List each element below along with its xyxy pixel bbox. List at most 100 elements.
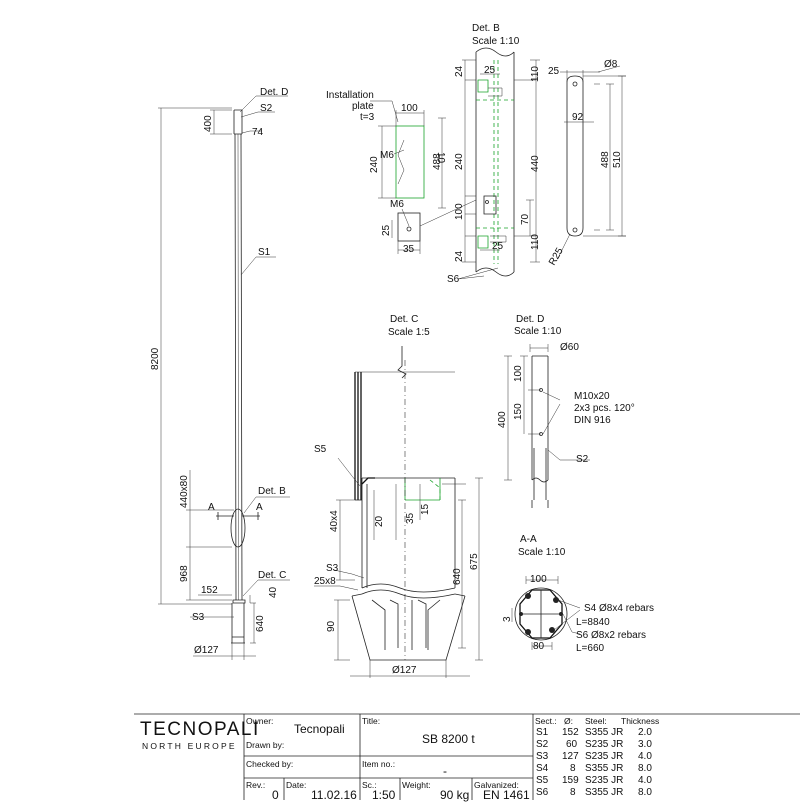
dim-24-top: 24	[454, 65, 465, 77]
det-d-label: Det. D	[260, 87, 288, 98]
scale-value: 1:50	[372, 788, 396, 802]
date-label: Date:	[286, 780, 307, 790]
dim-488-plate: 488	[432, 153, 443, 170]
det-d-scale: Scale 1:10	[514, 326, 562, 337]
det-d-dim-400: 400	[497, 411, 508, 428]
aa-s4-label: S4 Ø8x4 rebars	[584, 603, 654, 614]
det-c-dim-675: 675	[469, 553, 480, 570]
part-dia: 60	[566, 739, 578, 750]
detail-c-view: Det. C Scale 1:5 S5 40x	[314, 314, 483, 678]
part-steel: S355 JR	[585, 727, 624, 738]
slot-dia-8: Ø8	[604, 59, 618, 70]
det-c-s3: S3	[326, 563, 339, 574]
part-dia: 8	[570, 787, 576, 798]
m6-b-label: M6	[390, 199, 404, 210]
dim-440x80: 440x80	[179, 475, 190, 508]
galvanized-label: Galvanized:	[474, 780, 519, 790]
owner-value: Tecnopali	[294, 722, 345, 736]
det-d-note-3: DIN 916	[574, 415, 611, 426]
det-d-dim-100: 100	[513, 365, 524, 382]
aa-s6-len: L=660	[576, 643, 605, 654]
dim-152: 152	[201, 585, 218, 596]
plate-label-1: Installation	[326, 90, 374, 101]
dim-100-plate: 100	[401, 103, 418, 114]
det-d-note-2: 2x3 pcs. 120°	[574, 403, 635, 414]
det-c-scale: Scale 1:5	[388, 327, 430, 338]
aa-dim-100: 100	[530, 574, 547, 585]
a-right: A	[256, 502, 263, 513]
dim-8200: 8200	[150, 347, 161, 370]
part-thickness: 8.0	[638, 787, 652, 798]
brand-logo: TECNOPALI	[140, 719, 260, 740]
dim-100-main: 100	[454, 203, 465, 220]
dim-25-bot: 25	[492, 241, 504, 252]
det-d-note-1: M10x20	[574, 391, 610, 402]
det-b-scale: Scale 1:10	[472, 36, 520, 47]
item-value: -	[443, 764, 447, 778]
part-thickness: 8.0	[638, 763, 652, 774]
det-c-dim-35: 35	[405, 512, 416, 524]
parts-header-sect: Sect.:	[535, 716, 557, 726]
part-steel: S235 JR	[585, 751, 624, 762]
checked-by-label: Checked by:	[246, 759, 294, 769]
dim-440: 440	[530, 155, 541, 172]
plate-label-2: plate	[352, 101, 374, 112]
dim-640: 640	[255, 615, 266, 632]
title-label: Title:	[362, 716, 381, 726]
det-d-title: Det. D	[516, 314, 544, 325]
det-d-dia-60: Ø60	[560, 342, 579, 353]
dim-400: 400	[203, 115, 214, 132]
slot-dim-488: 488	[600, 151, 611, 168]
s2-label: S2	[260, 103, 273, 114]
dim-240-main: 240	[454, 153, 465, 170]
plate-label-3: t=3	[360, 112, 375, 123]
part-steel: S235 JR	[585, 739, 624, 750]
dim-25-small: 25	[381, 224, 392, 236]
dia-127: Ø127	[194, 645, 219, 656]
aa-title: A-A	[520, 534, 537, 545]
date-value: 11.02.16	[311, 788, 357, 802]
dim-110-bot: 110	[530, 234, 541, 250]
slot-r25: R25	[547, 246, 566, 268]
aa-s4-len: L=8840	[576, 617, 610, 628]
title-value: SB 8200 t	[422, 732, 475, 746]
title-block-grid	[134, 713, 800, 800]
aa-dim-80: 80	[533, 641, 545, 652]
aa-dim-3: 3	[502, 616, 513, 622]
s1-label: S1	[258, 247, 271, 258]
part-dia: 8	[570, 763, 576, 774]
rev-value: 0	[272, 788, 279, 802]
slot-detail-view: 25 Ø8 92 488 510 R25	[547, 59, 626, 268]
part-steel: S235 JR	[585, 775, 624, 786]
section-aa-view: A-A Scale 1:10 100 3 80 S4 Ø8x4 rebars L…	[502, 534, 654, 654]
part-thickness: 4.0	[638, 751, 652, 762]
dim-10-plate: 10	[435, 152, 446, 164]
detail-b-view: Det. B Scale 1:10 Installation plate t=3…	[326, 23, 541, 285]
dim-24-bot: 24	[454, 250, 465, 262]
part-dia: 159	[562, 775, 579, 786]
det-c-dia-127: Ø127	[392, 665, 417, 676]
dim-968: 968	[179, 565, 190, 582]
det-d-dim-150: 150	[513, 403, 524, 420]
s6-label: S6	[447, 274, 460, 285]
drawn-by-label: Drawn by:	[246, 740, 285, 750]
weight-value: 90 kg	[440, 788, 470, 802]
dim-240-plate: 240	[369, 156, 380, 173]
brand-subtitle: NORTH EUROPE	[142, 741, 237, 751]
item-label: Item no.:	[362, 759, 396, 769]
part-steel: S355 JR	[585, 787, 624, 798]
galvanized-value: EN 1461	[483, 788, 530, 802]
part-dia: 152	[562, 727, 579, 738]
part-sect: S3	[536, 751, 549, 762]
dim-40: 40	[268, 586, 279, 598]
parts-header-thickness: Thickness	[621, 716, 660, 726]
dim-35-small: 35	[403, 244, 415, 255]
part-sect: S6	[536, 787, 549, 798]
m6-label: M6	[380, 150, 394, 161]
aa-scale: Scale 1:10	[518, 547, 566, 558]
det-c-label: Det. C	[258, 570, 286, 581]
part-thickness: 2.0	[638, 727, 652, 738]
slot-dim-510: 510	[612, 151, 623, 168]
part-sect: S2	[536, 739, 549, 750]
